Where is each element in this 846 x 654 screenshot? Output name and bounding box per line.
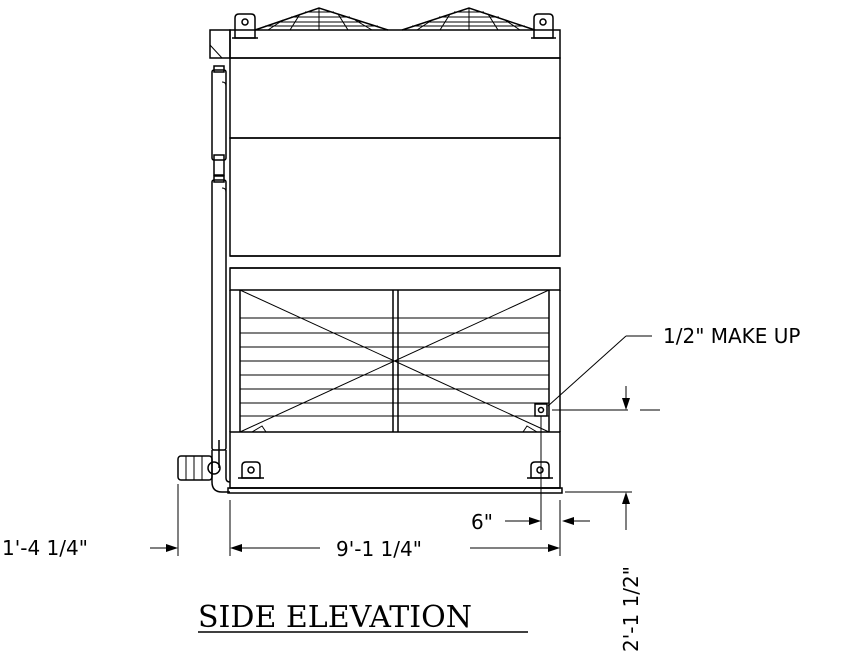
lifting-lug-top-right — [531, 13, 556, 39]
fan-deck — [229, 29, 561, 59]
arrow-base-left — [230, 544, 242, 552]
arrow-height-bottom — [622, 492, 630, 504]
arrow-six-left — [529, 517, 541, 525]
dim-height: 2'-1 1/2" — [619, 566, 643, 652]
lifting-lug-top-left — [232, 13, 258, 39]
fan-guard-right — [401, 7, 536, 31]
drawing-title: SIDE ELEVATION — [198, 600, 472, 635]
upper-casing — [229, 57, 561, 139]
arrow-base-right — [548, 544, 560, 552]
lifting-lugs-top — [232, 13, 556, 39]
fan-guards — [254, 7, 536, 31]
base-rail — [227, 487, 563, 494]
fan-guard-left — [254, 7, 389, 31]
middle-casing — [229, 137, 561, 257]
lifting-lug-basin-right — [527, 461, 553, 479]
dimension-lines — [150, 335, 660, 633]
make-up-connection — [534, 403, 548, 530]
arrow-left-offset — [166, 544, 178, 552]
spray-pump-piping — [211, 65, 231, 493]
dimension-arrowheads — [166, 398, 630, 552]
air-inlet-louvers — [239, 289, 550, 433]
dim-left-offset: 1'-4 1/4" — [2, 536, 88, 560]
transition-band — [229, 267, 561, 291]
fan-deck-overhang — [209, 29, 231, 59]
callout-make-up: 1/2" MAKE UP — [663, 324, 801, 348]
casing — [209, 29, 561, 432]
dim-right-offset: 6" — [471, 510, 493, 534]
arrow-six-right — [562, 517, 574, 525]
dim-base-width: 9'-1 1/4" — [336, 537, 422, 561]
spray-pump-motor — [177, 455, 221, 481]
cold-water-basin — [227, 431, 563, 494]
arrow-height-top — [622, 398, 630, 410]
lifting-lug-basin-left — [238, 461, 264, 479]
